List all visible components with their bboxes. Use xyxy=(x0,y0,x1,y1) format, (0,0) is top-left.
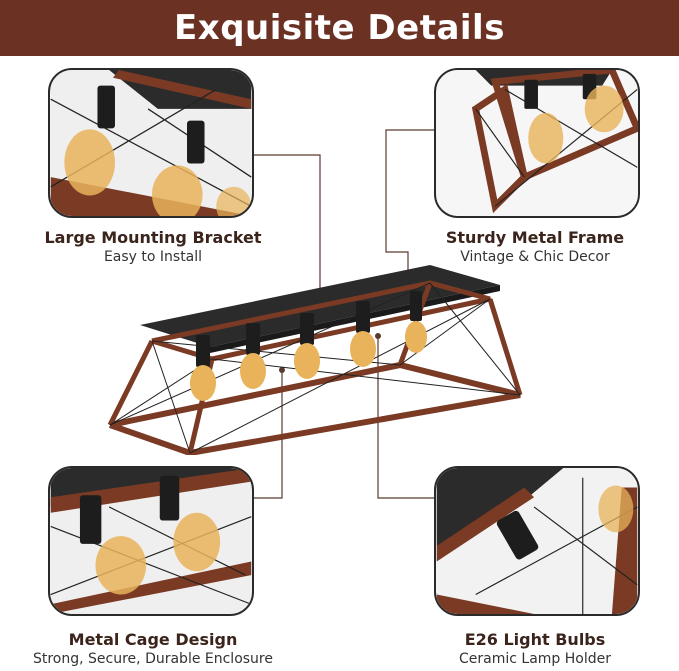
header-banner: Exquisite Details xyxy=(0,0,679,56)
page-title: Exquisite Details xyxy=(174,8,505,48)
feature-subtitle: Easy to Install xyxy=(103,249,203,265)
feature-subtitle: Vintage & Chic Decor xyxy=(460,249,610,265)
feature-caption-metal-frame: Sturdy Metal Frame Vintage & Chic Decor xyxy=(405,228,665,266)
feature-caption-e26-bulbs: E26 Light Bulbs Ceramic Lamp Holder xyxy=(405,630,665,668)
feature-subtitle: Ceramic Lamp Holder xyxy=(459,651,611,667)
detail-image-metal-frame xyxy=(434,68,640,218)
detail-image-metal-cage xyxy=(48,466,254,616)
detail-image-mounting-bracket xyxy=(48,68,254,218)
feature-title: Large Mounting Bracket xyxy=(44,228,262,247)
feature-caption-mounting-bracket: Large Mounting Bracket Easy to Install xyxy=(23,228,283,266)
feature-caption-metal-cage: Metal Cage Design Strong, Secure, Durabl… xyxy=(23,630,283,668)
feature-title: Metal Cage Design xyxy=(68,630,238,649)
feature-title: Sturdy Metal Frame xyxy=(445,228,625,247)
feature-title: E26 Light Bulbs xyxy=(464,630,606,649)
feature-subtitle: Strong, Secure, Durable Enclosure xyxy=(32,651,273,667)
chandelier-illustration xyxy=(107,265,523,455)
detail-image-e26-bulbs xyxy=(434,466,640,616)
